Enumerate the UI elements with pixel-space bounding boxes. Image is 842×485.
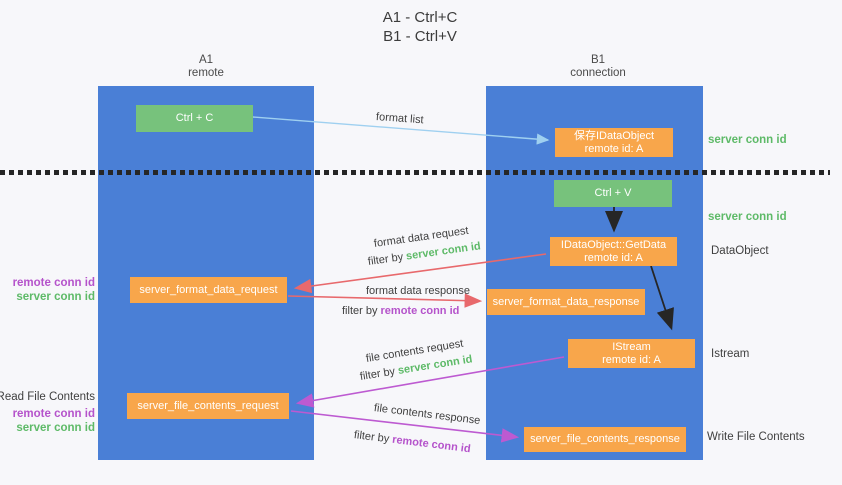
node-server-file-contents-response: server_file_contents_response	[524, 427, 686, 452]
istream-line1: IStream	[612, 340, 651, 353]
label-read-file-contents: Read File Contents	[0, 391, 95, 403]
filter-by-text: filter by	[353, 429, 393, 446]
copy-paste-divider	[0, 170, 830, 175]
node-ctrl-c: Ctrl + C	[136, 105, 253, 132]
label-file-contents-response: file contents response	[373, 402, 481, 427]
lane-a1-subtitle: remote	[188, 67, 224, 79]
label-dataobject: DataObject	[711, 245, 769, 257]
node-server-format-data-response: server_format_data_response	[487, 289, 645, 315]
label-filter-by-remote-conn-id-file: filter by remote conn id	[353, 429, 471, 455]
label-conn-ids-format: remote conn id server conn id	[13, 277, 95, 304]
node-save-idataobject: 保存IDataObject remote id: A	[555, 128, 673, 157]
filter-by-text: filter by	[342, 305, 381, 317]
label-remote-conn-id-file-left: remote conn id	[12, 408, 95, 420]
node-idataobject-getdata: IDataObject::GetData remote id: A	[550, 237, 677, 266]
label-conn-ids-file: remote conn id server conn id	[13, 408, 95, 435]
label-server-conn-id-top-right: server conn id	[708, 134, 787, 146]
label-remote-conn-id-format-left: remote conn id	[12, 277, 95, 289]
lane-a1-name: A1	[198, 54, 214, 66]
getdata-line1: IDataObject::GetData	[560, 238, 667, 251]
node-server-format-data-request: server_format_data_request	[130, 277, 287, 303]
server-format-data-response-label: server_format_data_response	[492, 295, 640, 308]
label-server-conn-id-file-left: server conn id	[16, 421, 95, 434]
server-file-contents-response-label: server_file_contents_response	[530, 433, 680, 445]
lane-b1-name: B1	[590, 54, 606, 66]
title-line-1: A1 - Ctrl+C	[382, 9, 458, 26]
lane-header-b1: B1 connection	[528, 54, 668, 80]
server-format-data-request-label: server_format_data_request	[139, 283, 278, 296]
remote-conn-id-text: remote conn id	[380, 305, 460, 317]
save-idataobject-line2: remote id: A	[584, 142, 644, 155]
label-format-list: format list	[375, 111, 424, 127]
ctrl-c-label: Ctrl + C	[175, 112, 214, 124]
node-istream: IStream remote id: A	[568, 339, 695, 368]
label-server-conn-id-format-left: server conn id	[16, 290, 95, 303]
node-server-file-contents-request: server_file_contents_request	[127, 393, 289, 419]
diagram-title: A1 - Ctrl+C B1 - Ctrl+V	[320, 8, 520, 46]
remote-conn-id-text: remote conn id	[391, 433, 472, 456]
save-idataobject-line1: 保存IDataObject	[573, 129, 655, 142]
node-ctrl-v: Ctrl + V	[554, 180, 672, 207]
label-server-conn-id-mid-right: server conn id	[708, 211, 787, 223]
label-write-file-contents: Write File Contents	[707, 431, 805, 443]
ctrl-v-label: Ctrl + V	[594, 187, 632, 199]
label-format-data-response: format data response	[366, 285, 470, 297]
label-filter-by-remote-conn-id-format: filter by remote conn id	[342, 305, 459, 317]
title-line-2: B1 - Ctrl+V	[383, 28, 457, 45]
server-file-contents-request-label: server_file_contents_request	[137, 399, 279, 412]
filter-by-text: filter by	[367, 250, 407, 268]
filter-by-text: filter by	[359, 365, 399, 383]
istream-line2: remote id: A	[602, 353, 661, 366]
getdata-line2: remote id: A	[584, 251, 643, 264]
label-istream-side: Istream	[711, 348, 750, 360]
lane-b1-subtitle: connection	[570, 67, 626, 79]
lane-header-a1: A1 remote	[136, 54, 276, 80]
